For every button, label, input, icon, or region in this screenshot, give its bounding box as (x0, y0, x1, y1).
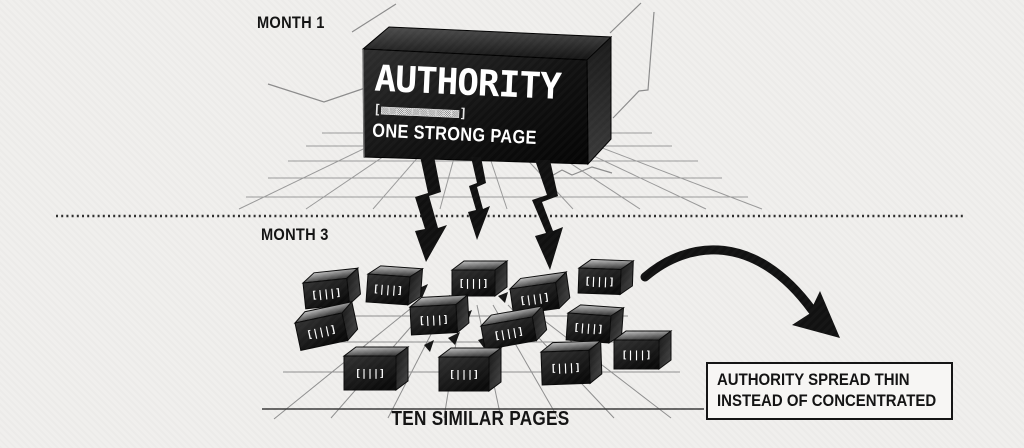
cube-label: [|||] (355, 369, 385, 380)
lightning-bolt-icon (468, 157, 490, 240)
page-cube: [|||] (301, 267, 361, 310)
month1-label: MONTH 1 (257, 13, 336, 33)
page-cube-face (613, 339, 660, 370)
lightning-bolt-icon (532, 160, 563, 270)
cube-label: [|||] (418, 314, 449, 327)
callout-box: AUTHORITY SPREAD THIN INSTEAD OF CONCENT… (706, 362, 953, 420)
page-cube: [|||] (539, 339, 603, 386)
authority-subtitle-text: ONE STRONG PAGE (371, 120, 538, 149)
page-cube-face (577, 267, 622, 295)
cube-label: [|||] (373, 284, 404, 297)
lightning-bolt-icon (415, 156, 447, 262)
page-cube: [|||] (565, 304, 626, 344)
cluster-caption: TEN SIMILAR PAGES (330, 408, 630, 431)
page-cube: [|||] (612, 330, 673, 370)
cube-label: [|||] (621, 350, 651, 361)
page-cube-face (365, 273, 411, 306)
cube-label: [|||] (550, 363, 580, 375)
page-cube-face (540, 349, 591, 386)
cube-label: [|||] (584, 276, 614, 288)
page-cube-face (480, 316, 537, 351)
authority-box (361, 26, 613, 166)
page-cube-cluster: [|||][|||][|||][|||][|||][|||][|||][|||]… (293, 258, 673, 392)
cube-label: [|||] (458, 279, 488, 290)
page-cube: [|||] (408, 293, 470, 336)
page-cube-face (509, 282, 560, 316)
cube-label: [|||] (519, 292, 550, 307)
cube-label: [|||] (311, 288, 342, 302)
callout-line2: INSTEAD OF CONCENTRATED (717, 391, 937, 411)
lightning-bolt-icons (415, 156, 563, 270)
page-cube: [|||] (365, 265, 425, 306)
decor-sparkline-strokes (267, 2, 655, 179)
page-cube-face (438, 356, 490, 392)
page-cube-face (565, 312, 612, 344)
cube-label: [|||] (493, 326, 525, 342)
month1-label-text: MONTH 1 (257, 13, 325, 32)
page-cube: [|||] (450, 260, 509, 297)
page-cube: [|||] (437, 347, 503, 392)
callout-line1: AUTHORITY SPREAD THIN (717, 370, 910, 389)
cube-label: [|||] (449, 370, 479, 381)
page-cube-face (294, 312, 349, 351)
page-cube: [|||] (342, 346, 410, 391)
cluster-caption-text: TEN SIMILAR PAGES (391, 408, 569, 430)
page-cube-face (409, 304, 458, 336)
month3-label: MONTH 3 (261, 225, 340, 245)
cube-label: [|||] (573, 322, 604, 335)
page-cube: [|||] (293, 300, 359, 351)
curved-arrow-icon (640, 245, 840, 338)
authority-box-text: AUTHORITY [▩▩▩▩▩▩▩▩▩▩] ONE STRONG PAGE (358, 49, 593, 171)
month3-label-text: MONTH 3 (261, 225, 329, 244)
authority-subtitle: ONE STRONG PAGE (371, 120, 590, 151)
page-cube-face (451, 269, 496, 297)
page-cube: [|||] (479, 304, 548, 351)
authority-title: AUTHORITY (373, 58, 562, 108)
page-cube: [|||] (508, 270, 571, 316)
page-cube-face (343, 355, 397, 391)
page-cube: [|||] (577, 258, 635, 296)
